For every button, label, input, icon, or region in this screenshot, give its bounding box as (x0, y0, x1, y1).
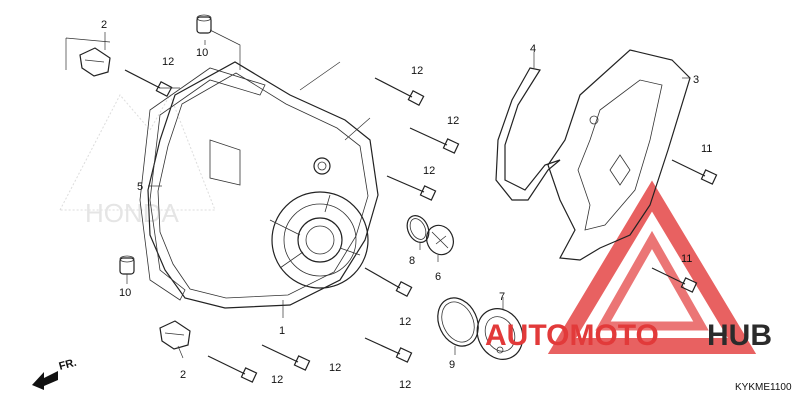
callout-labels: 1 2 2 3 4 5 6 7 8 9 10 10 11 11 12 12 12… (101, 19, 712, 391)
bolt-12a (124, 69, 173, 98)
bolt-12f (364, 337, 413, 363)
cap-small (426, 224, 454, 256)
watermark-text-hub: HUB (707, 319, 772, 352)
bolt-11a (671, 159, 718, 185)
callout-11-lower: 11 (681, 253, 692, 265)
callout-12-b: 12 (411, 65, 423, 77)
callout-6: 6 (435, 271, 441, 283)
front-arrow-icon (32, 371, 58, 390)
callout-12-h: 12 (271, 374, 283, 386)
callout-3: 3 (693, 74, 699, 86)
left-crankcase-cover (147, 61, 379, 309)
bolts (124, 69, 460, 383)
clamp-top (79, 47, 111, 77)
dowel-pin-top (196, 14, 212, 34)
callout-12-d: 12 (423, 165, 435, 177)
watermark-text-automoto: AUTOMOTO (485, 319, 659, 352)
watermark-triangle (547, 180, 757, 354)
callout-9: 9 (449, 359, 455, 371)
callout-8: 8 (409, 255, 415, 267)
o-ring-large (437, 297, 479, 347)
watermark-brand: AUTOMOTO HUB (485, 319, 772, 352)
callout-11-upper: 11 (701, 143, 712, 155)
callout-12-g: 12 (329, 362, 341, 374)
chain-guide (495, 67, 561, 201)
bolt-12c (409, 127, 460, 154)
bolt-12b (374, 77, 425, 107)
leader-lines (65, 29, 690, 359)
bolt-12g (261, 344, 311, 371)
bolt-12h (207, 355, 258, 383)
callout-12-e: 12 (399, 316, 411, 328)
diagram-code: KYKME1100 (735, 382, 792, 393)
bolt-12d (386, 175, 437, 201)
callout-10-top: 10 (196, 47, 208, 59)
callout-7: 7 (499, 291, 505, 303)
bolt-12e (364, 267, 413, 298)
callout-2-bottom: 2 (180, 369, 186, 381)
background-honda-logo: HONDA (59, 93, 216, 228)
clamp-bottom (159, 320, 191, 350)
callout-1: 1 (279, 325, 285, 337)
o-ring-small (406, 215, 430, 243)
bolt-11b (651, 267, 698, 293)
background-logo-text: HONDA (85, 198, 180, 228)
callout-12-c: 12 (447, 115, 459, 127)
dowel-pin-bottom (119, 255, 135, 275)
callout-12-a: 12 (162, 56, 174, 68)
callout-12-f: 12 (399, 379, 411, 391)
cap-large (476, 308, 524, 360)
callout-5: 5 (137, 181, 143, 193)
direction-label: FR. (58, 357, 78, 373)
callout-4: 4 (530, 43, 536, 55)
callout-10-bottom: 10 (119, 287, 131, 299)
front-direction-indicator: FR. (32, 357, 78, 390)
gasket (139, 67, 266, 301)
sprocket-cover (547, 49, 691, 261)
callout-2-top: 2 (101, 19, 107, 31)
